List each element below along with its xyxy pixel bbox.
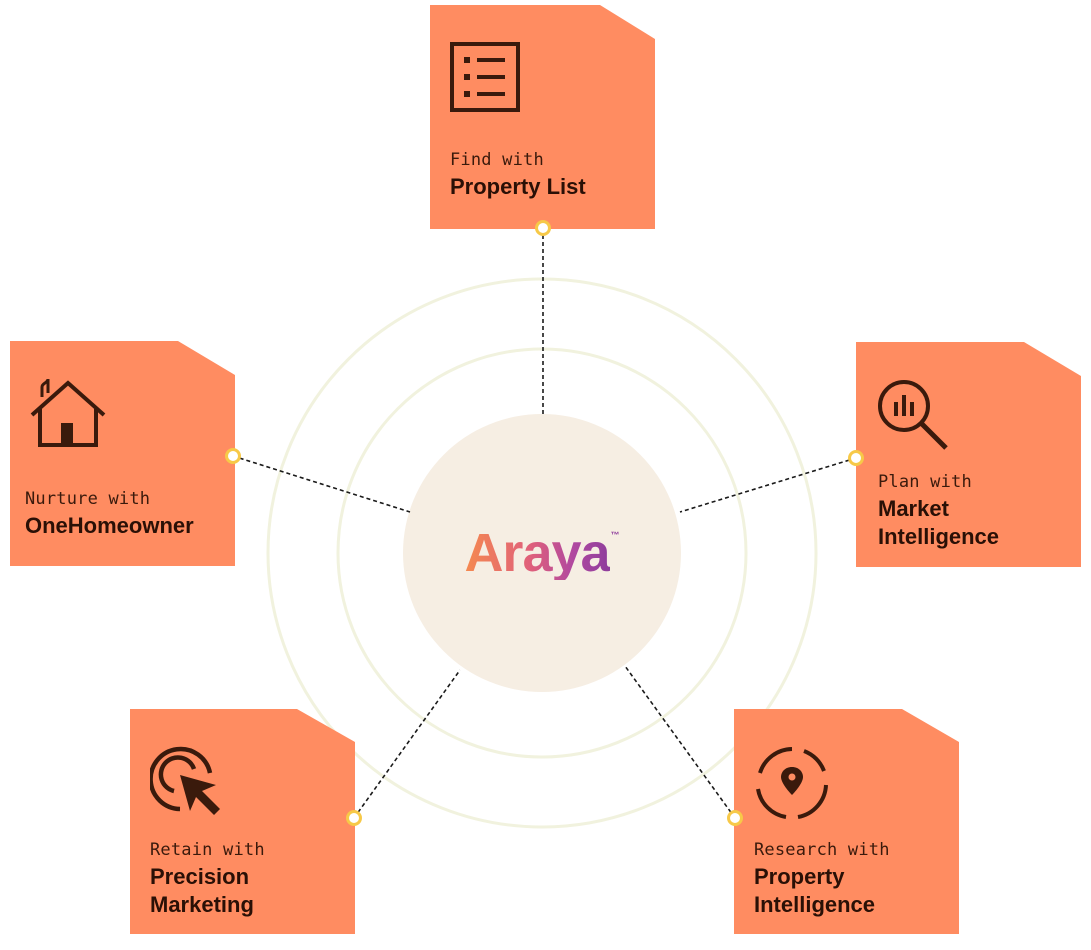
connector-onehomeowner [232, 455, 411, 513]
card-lead-text: Plan with [878, 472, 972, 492]
card-shape [130, 709, 355, 934]
card-property-list: Find with Property List [430, 5, 655, 229]
connector-precision-marketing [353, 669, 461, 819]
logo-wordmark: Araya [464, 523, 610, 583]
card-product-name: OneHomeowner [25, 513, 194, 538]
card-lead-text: Find with [450, 150, 544, 170]
card-lead-text: Research with [754, 840, 890, 860]
inner-ring [336, 347, 748, 759]
connector-property-intelligence [624, 665, 736, 819]
house-icon [30, 378, 106, 447]
card-onehomeowner: Nurture with OneHomeowner [10, 341, 235, 566]
center-disc [403, 414, 681, 692]
location-pin-icon [756, 747, 828, 819]
card-product-name: Property Intelligence [754, 864, 876, 917]
list-icon [450, 42, 520, 112]
card-market-intelligence: Plan with Market Intelligence [856, 342, 1081, 567]
card-shape [10, 341, 235, 566]
outer-ring [266, 277, 818, 829]
cursor-click-icon [150, 746, 220, 815]
card-precision-marketing: Retain with Precision Marketing [130, 709, 355, 934]
magnifier-chart-icon [878, 380, 948, 450]
card-lead-text: Retain with [150, 840, 265, 860]
card-shape [734, 709, 959, 934]
card-product-name: Property List [450, 174, 586, 199]
logo-trademark: ™ [610, 530, 620, 540]
card-lead-text: Nurture with [25, 489, 151, 509]
araya-logo: Araya ™ [403, 414, 681, 692]
card-product-name: Market Intelligence [878, 496, 1000, 549]
card-property-intelligence: Research with Property Intelligence [734, 709, 959, 934]
card-shape [856, 342, 1081, 567]
connector-market-intelligence [679, 457, 857, 513]
card-product-name: Precision Marketing [150, 864, 254, 917]
